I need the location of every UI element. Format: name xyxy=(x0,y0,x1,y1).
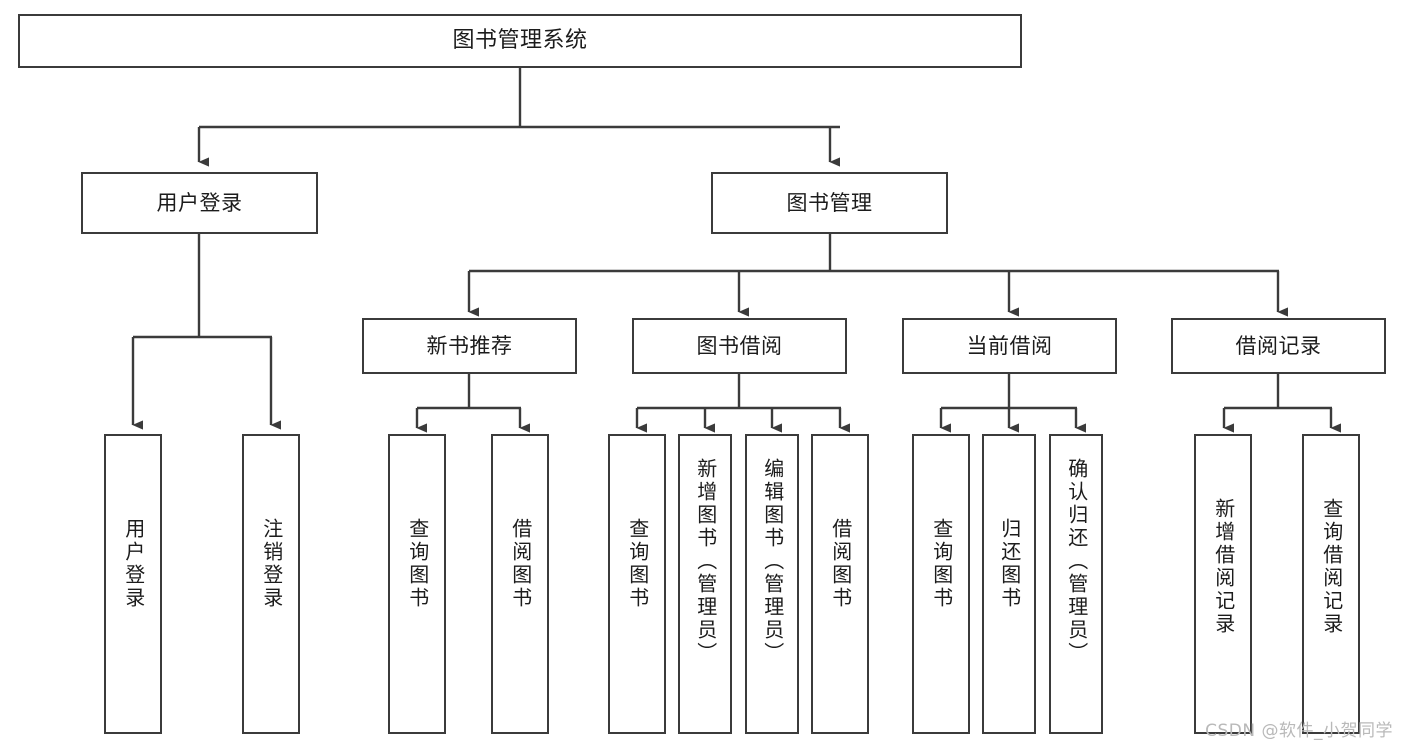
node-label: 归还图书 xyxy=(997,518,1022,610)
node-label: 查询图书 xyxy=(625,518,650,610)
node-label: 查询借阅记录 xyxy=(1319,498,1344,636)
node-label: 用户登录 xyxy=(121,518,146,610)
node-label: 新增图书（管理员） xyxy=(693,458,718,665)
leaf-confirm-return[interactable]: 确认归还（管理员） xyxy=(1049,434,1103,734)
node-label: 查询图书 xyxy=(929,518,954,610)
node-borrow-record[interactable]: 借阅记录 xyxy=(1171,318,1386,374)
leaf-user-login[interactable]: 用户登录 xyxy=(104,434,162,734)
leaf-add-book[interactable]: 新增图书（管理员） xyxy=(678,434,732,734)
leaf-query-book-current[interactable]: 查询图书 xyxy=(912,434,970,734)
node-current-borrow[interactable]: 当前借阅 xyxy=(902,318,1117,374)
leaf-borrow-book-recommend[interactable]: 借阅图书 xyxy=(491,434,549,734)
leaf-add-borrow-record[interactable]: 新增借阅记录 xyxy=(1194,434,1252,734)
node-label: 图书管理 xyxy=(786,190,873,215)
node-label: 用户登录 xyxy=(156,190,243,215)
leaf-query-borrow-record[interactable]: 查询借阅记录 xyxy=(1302,434,1360,734)
watermark-text: CSDN @软件_小贺同学 xyxy=(1205,721,1393,741)
node-user-login[interactable]: 用户登录 xyxy=(81,172,318,234)
node-label: 当前借阅 xyxy=(966,333,1053,358)
node-label: 编辑图书（管理员） xyxy=(760,458,785,665)
leaf-user-logout[interactable]: 注销登录 xyxy=(242,434,300,734)
node-new-book-recommend[interactable]: 新书推荐 xyxy=(362,318,577,374)
node-label: 新书推荐 xyxy=(426,333,513,358)
leaf-borrow-book[interactable]: 借阅图书 xyxy=(811,434,869,734)
node-label: 确认归还（管理员） xyxy=(1064,458,1089,665)
node-label: 图书借阅 xyxy=(696,333,783,358)
node-label: 注销登录 xyxy=(259,518,284,610)
leaf-query-book-borrow[interactable]: 查询图书 xyxy=(608,434,666,734)
leaf-return-book[interactable]: 归还图书 xyxy=(982,434,1036,734)
node-book-manage[interactable]: 图书管理 xyxy=(711,172,948,234)
node-label: 查询图书 xyxy=(405,518,430,610)
node-book-borrow[interactable]: 图书借阅 xyxy=(632,318,847,374)
node-label: 图书管理系统 xyxy=(452,28,588,54)
node-label: 借阅图书 xyxy=(828,518,853,610)
node-label: 借阅记录 xyxy=(1235,333,1322,358)
node-label: 新增借阅记录 xyxy=(1211,498,1236,636)
leaf-edit-book[interactable]: 编辑图书（管理员） xyxy=(745,434,799,734)
node-label: 借阅图书 xyxy=(508,518,533,610)
node-root-system[interactable]: 图书管理系统 xyxy=(18,14,1022,68)
leaf-query-book-recommend[interactable]: 查询图书 xyxy=(388,434,446,734)
